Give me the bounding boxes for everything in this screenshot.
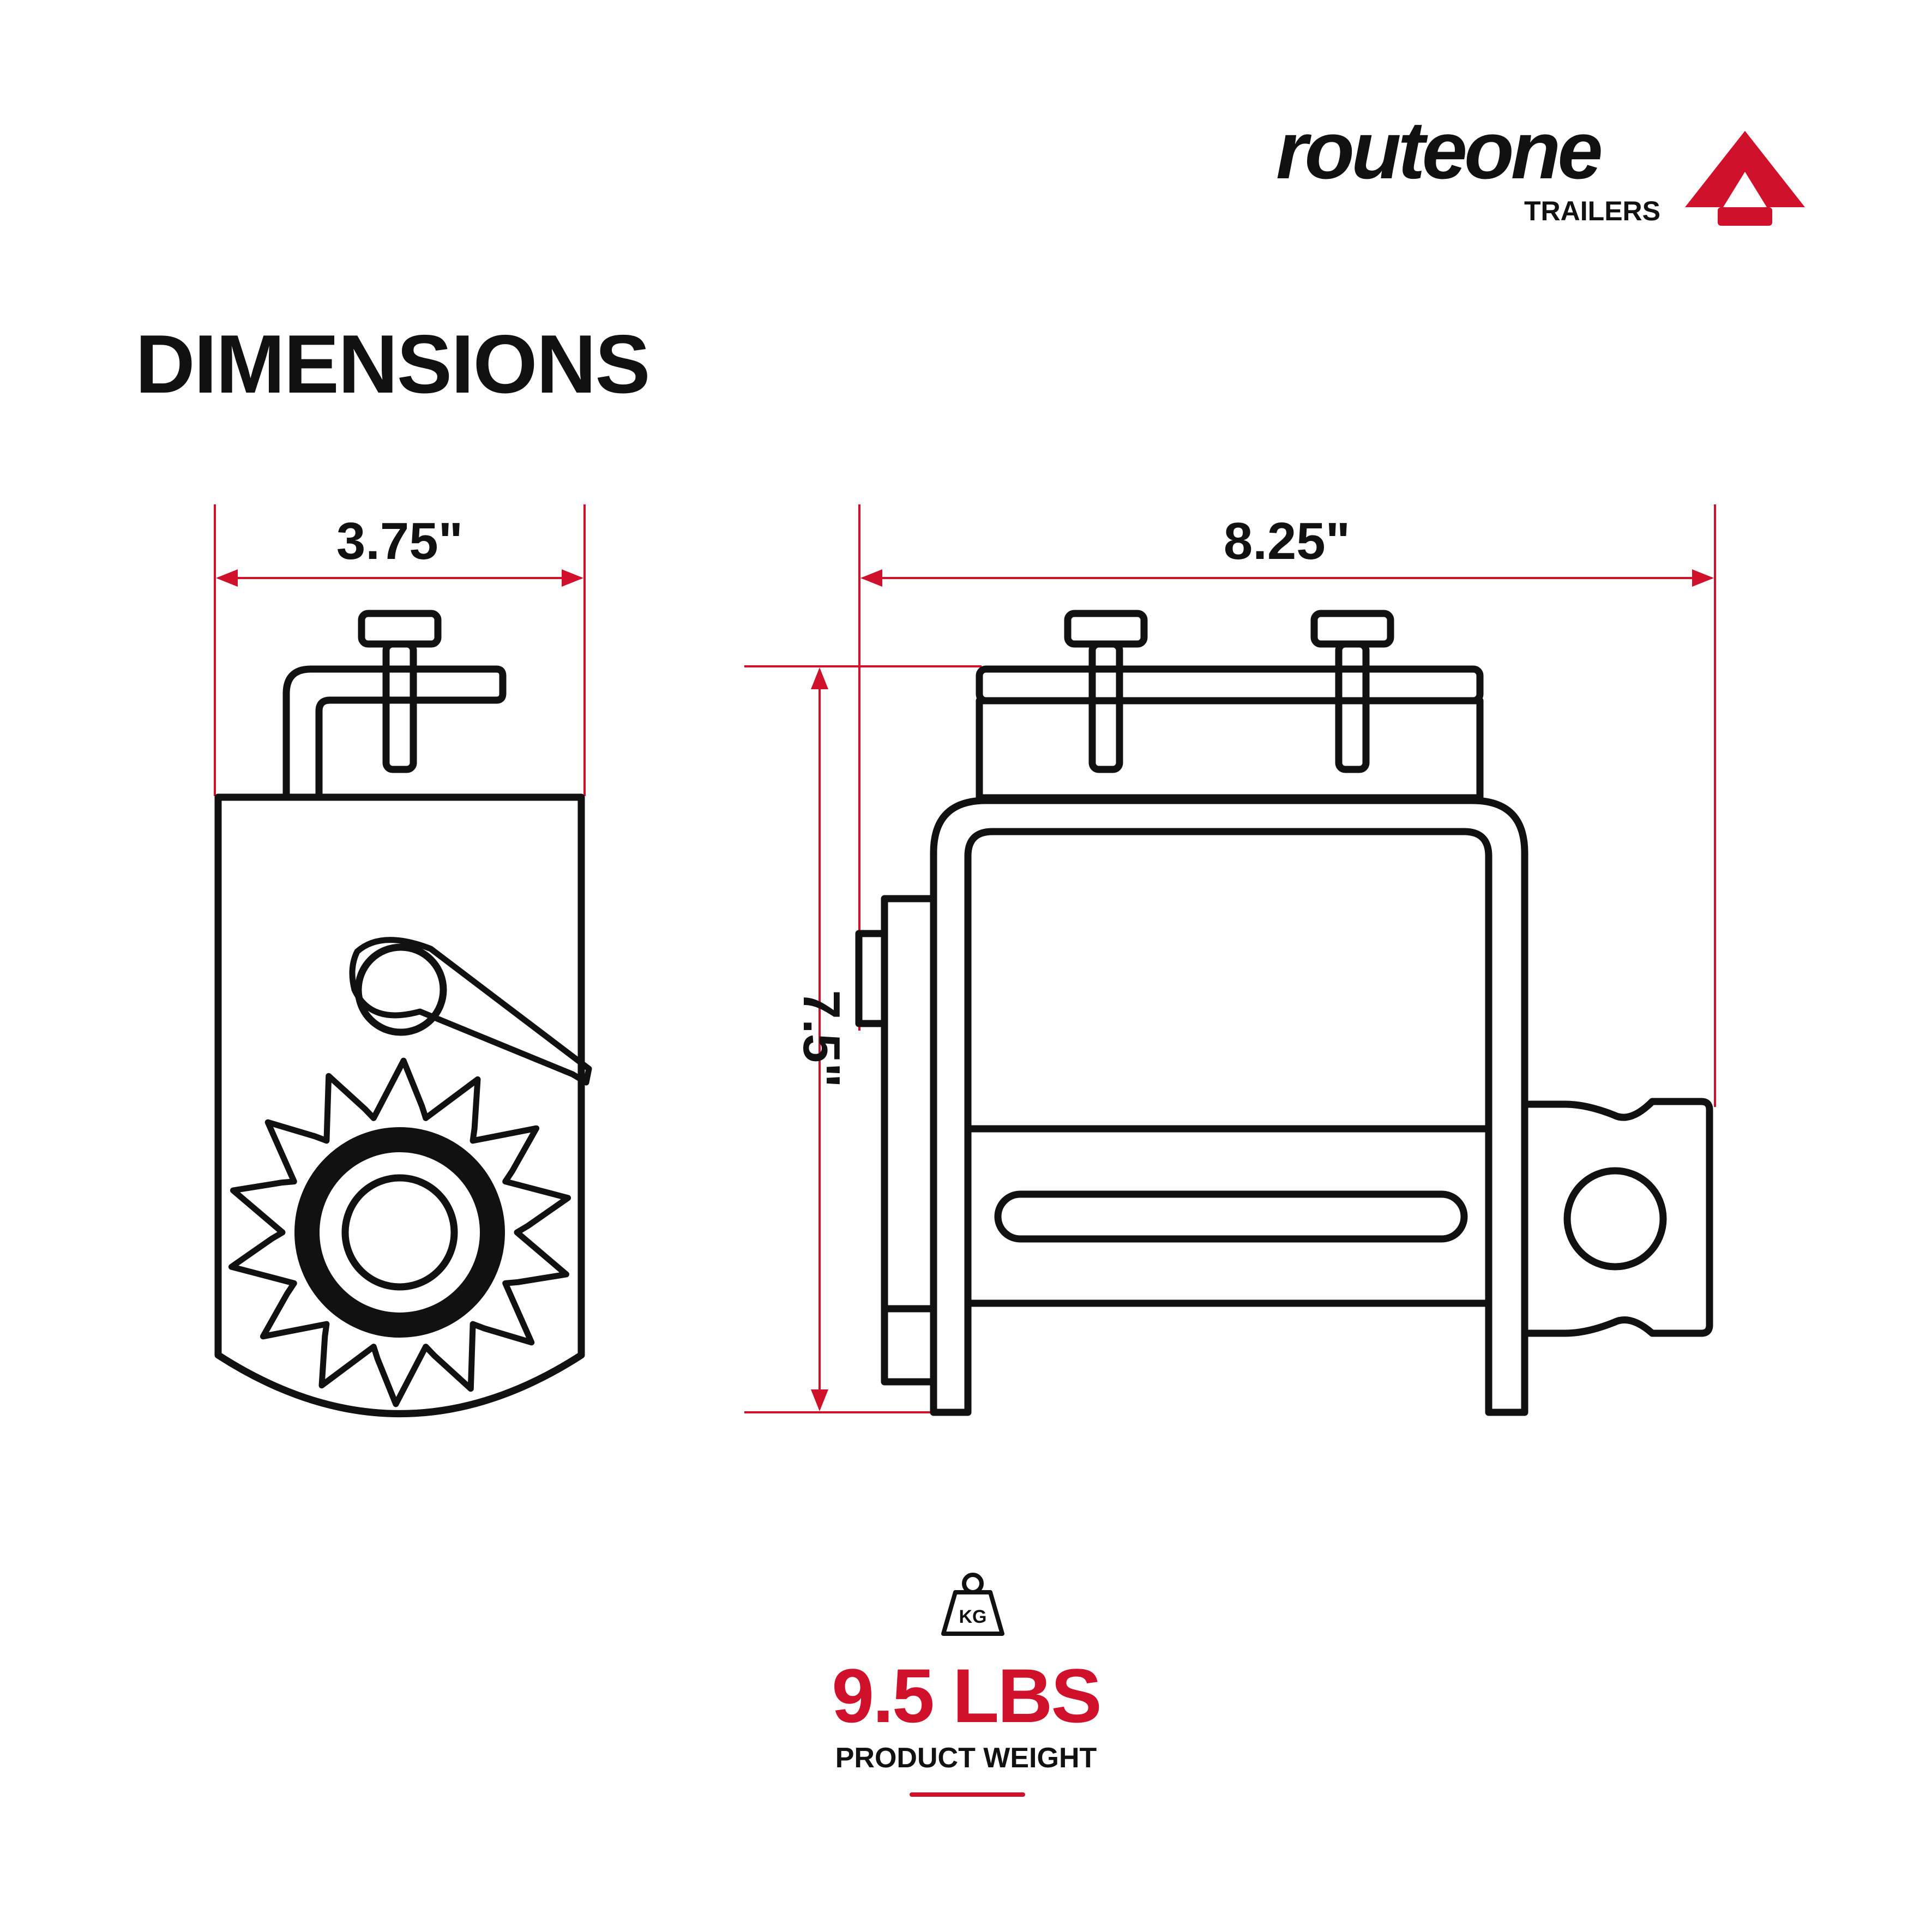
front-drum xyxy=(964,1125,1492,1307)
length-label: 8.25" xyxy=(1224,512,1350,570)
front-knob-left xyxy=(1064,610,1148,648)
side-knob xyxy=(358,610,442,648)
side-drum-ring xyxy=(294,1127,505,1338)
front-drum-slot xyxy=(994,1190,1468,1243)
brand-subtitle: TRAILERS xyxy=(1524,196,1660,226)
side-hook-bracket xyxy=(282,665,507,801)
width-label: 3.75" xyxy=(336,512,463,570)
side-pawl xyxy=(349,937,592,1086)
side-ratchet-gear xyxy=(228,1057,571,1407)
front-side-tab xyxy=(855,930,888,1027)
svg-text:KG: KG xyxy=(959,1606,987,1627)
front-view xyxy=(855,610,1713,1416)
triangle-logo-icon xyxy=(1685,131,1805,226)
side-pawl-pivot xyxy=(354,943,447,1036)
front-top-bracket xyxy=(976,665,1484,705)
front-bolt-right xyxy=(1335,640,1370,773)
dimension-lines xyxy=(214,504,1716,1413)
weight-underline xyxy=(910,1792,1025,1797)
brand-wordmark: routeone xyxy=(1276,104,1603,196)
side-view xyxy=(214,610,592,1417)
front-handle-hub xyxy=(1563,1167,1667,1271)
front-knob-right xyxy=(1310,610,1394,648)
side-bolt xyxy=(382,640,417,773)
front-handle xyxy=(1521,1098,1713,1337)
weight-label: PRODUCT WEIGHT xyxy=(835,1742,1097,1774)
weight-kg-icon: KG xyxy=(941,1573,1004,1636)
side-drum-hub xyxy=(341,1174,458,1291)
weight-value: 9.5 LBS xyxy=(832,1653,1102,1738)
side-body-plate xyxy=(214,793,585,1417)
page-title: DIMENSIONS xyxy=(135,318,651,411)
front-top-block xyxy=(976,697,1484,802)
front-side-plate xyxy=(881,895,937,1386)
front-bolt-left xyxy=(1088,640,1123,773)
front-u-frame xyxy=(930,797,1528,1416)
height-label: 7.5" xyxy=(792,990,851,1088)
